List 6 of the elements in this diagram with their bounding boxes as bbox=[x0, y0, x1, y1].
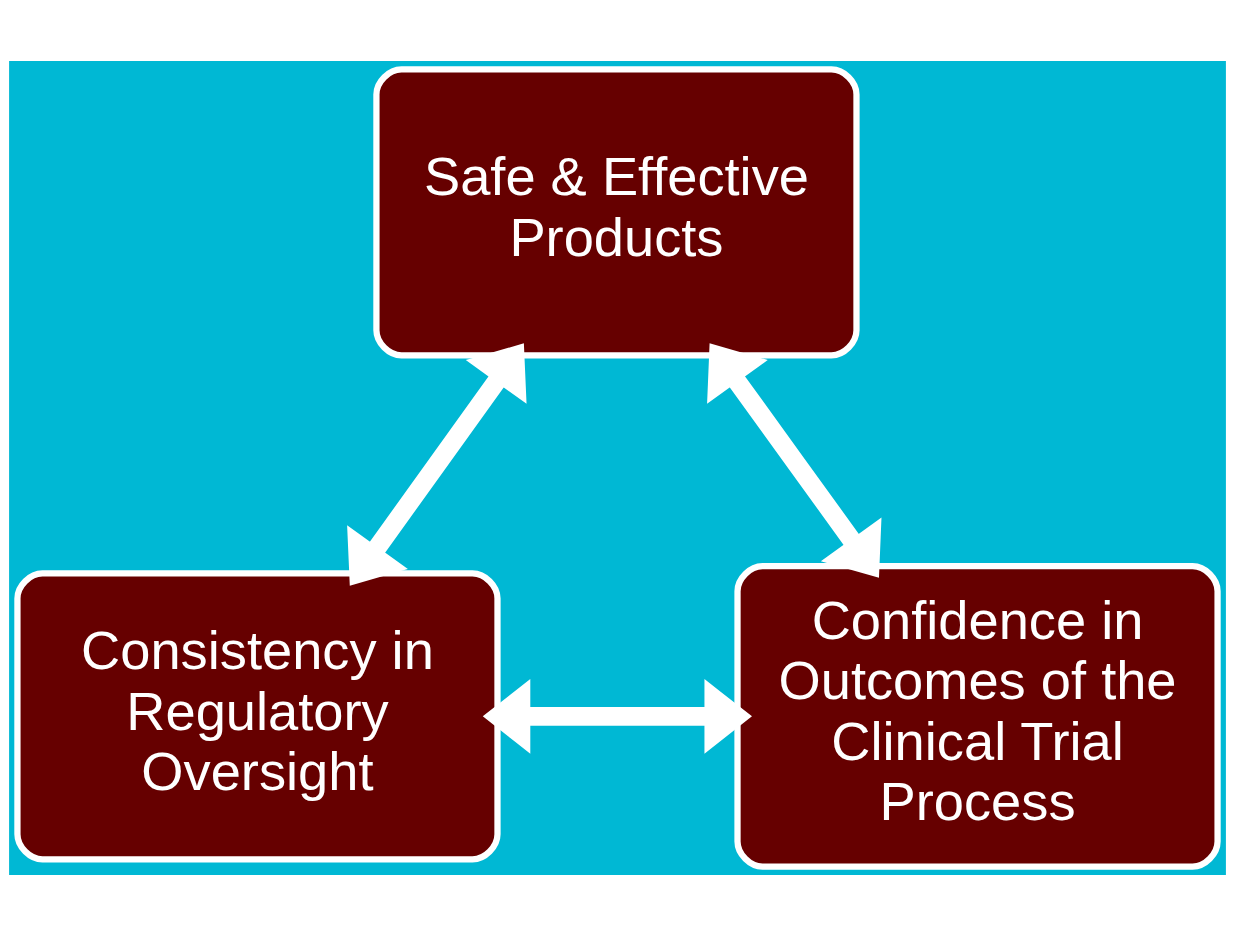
node-box: Safe & Effective Products bbox=[372, 66, 860, 359]
arrow bbox=[346, 343, 527, 586]
node-box: Confidence in Outcomes of the Clinical Trial Process bbox=[733, 562, 1221, 870]
arrow bbox=[482, 678, 752, 754]
node-box: Consistency in Regulatory Oversight bbox=[13, 570, 501, 863]
arrow bbox=[706, 343, 881, 578]
